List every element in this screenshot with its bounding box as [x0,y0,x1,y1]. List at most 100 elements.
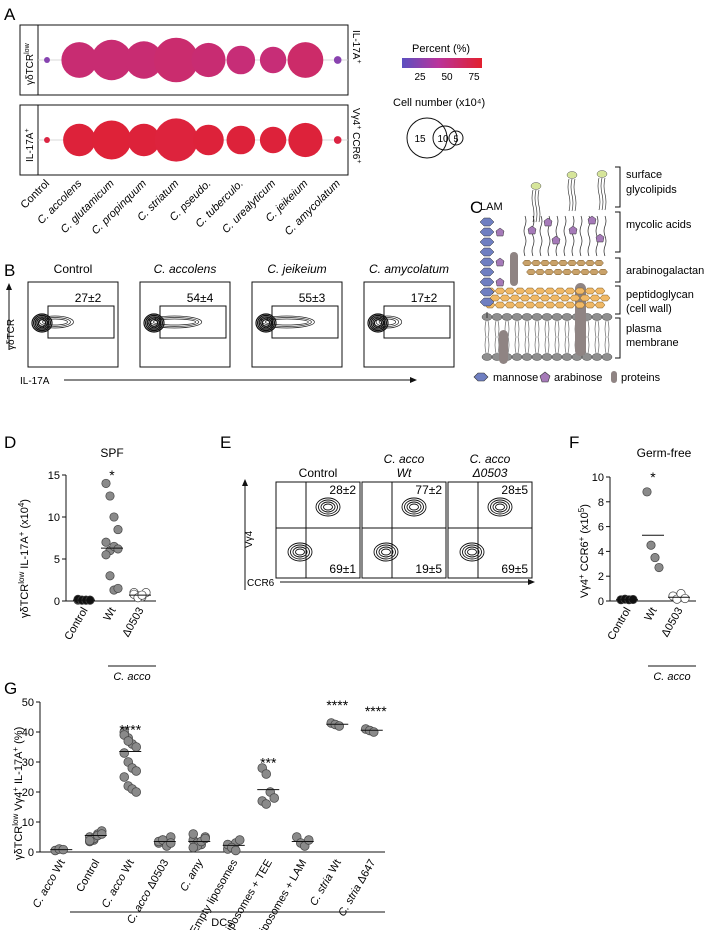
y-tick-label: 50 [22,697,34,709]
layer-surface: surface [626,169,662,181]
f-x-label: Control [605,606,633,643]
peptidoglycan-unit [539,294,551,302]
b-contour-tail [39,317,71,327]
e-quad-lower-value: 69±5 [501,562,528,576]
peptidoglycan-unit [549,294,561,302]
b-value: 27±2 [75,291,102,305]
bubble-row1 [153,37,199,83]
lipid-tail-top [494,320,500,338]
e-xlabel: CCR6 [247,578,275,589]
g-x-label: C. acco Wt [31,858,68,911]
data-point [96,829,107,839]
protein [510,252,518,286]
glycolipid [566,171,578,179]
mycolic-acid [563,215,567,257]
data-point [131,787,142,797]
y-tick-label: 0 [54,596,60,608]
mannose-unit [479,237,495,247]
arabinose-unit [543,217,553,227]
y-tick-label: 20 [22,787,34,799]
e-plot-frame [275,481,361,579]
mannose-unit [479,217,495,227]
bubble-row1 [91,39,132,81]
mycolic-acid [555,215,559,257]
glycolipid-chain [603,177,607,211]
legend-proteins: proteins [621,372,661,384]
bubble-row2 [154,118,198,162]
arabinose-unit [527,225,537,235]
y-tick-label: 0 [28,847,34,859]
lipid-head-bottom [531,353,543,361]
arabinogalactan-unit [567,260,577,266]
peptidoglycan-unit [494,301,506,309]
b-contour-tail [264,318,309,326]
lipid-tail-top [544,320,550,338]
e-contour-lower [376,544,396,560]
data-point [269,793,280,803]
a-bubbles [44,37,342,162]
layer-glycolipids: glycolipids [626,184,677,196]
arabinogalactan-unit [544,269,554,275]
bracket-peptidoglycan [615,285,621,315]
data-point [166,838,176,848]
b-contour [34,316,50,330]
data-point [113,525,123,535]
arabinogalactan-unit [522,260,532,266]
b-contour-tail [42,318,68,326]
e-ylabel: Vγ4 [244,530,255,548]
glycolipid-chain [567,178,571,212]
data-point [101,550,111,560]
lipid-head-bottom [521,353,533,361]
e-contour-lower [290,544,310,560]
e-quad-lower-value: 69±1 [329,562,356,576]
glycolipid-chain [531,189,535,223]
peptidoglycan-unit [594,301,606,309]
peptidoglycan-unit [524,301,536,309]
bubble-row1 [44,57,50,63]
y-tick-label: 6 [598,522,604,534]
e-contour-upper [492,501,508,513]
data-point [261,769,272,779]
e-title-line2: Control [299,466,338,480]
panel-a-bubble-chart: γδTCRlow IL-17A+ IL-17A+ Vγ4+ CCR6+ Cont… [19,24,485,238]
layer-peptidoglycan: peptidoglycan [626,289,694,301]
y-tick-label: 4 [598,546,604,558]
mannose-icon [473,372,489,382]
data-point [84,835,95,846]
d-annotation: * [109,467,115,483]
data-point [105,571,115,581]
lipid-head-top [541,313,553,321]
arabinogalactan-unit [571,269,581,275]
mannose-unit [479,227,495,237]
e-contour-upper [401,497,427,517]
e-contour-upper [315,497,341,517]
b-contour [255,313,277,333]
glycolipid [596,170,608,178]
row1-left-label: γδTCRlow [24,42,36,85]
y-tick-label: 10 [22,817,34,829]
b-contour-tail [149,317,200,327]
bubble-row2 [44,137,50,143]
peptidoglycan-unit [599,294,611,302]
e-contour-upper [495,503,505,511]
bubble-row2 [288,122,323,158]
bubble-row2 [193,124,224,156]
d-group-label: C. acco [113,671,150,683]
peptidoglycan-unit [504,301,516,309]
peptidoglycan-unit [524,287,536,295]
e-contour-upper [406,501,422,513]
row1-right-label: IL-17A+ [350,30,362,64]
b-contour [257,314,276,332]
data-point [188,842,199,853]
e-contour-upper [404,499,424,515]
data-point [235,835,245,845]
f-group-label: C. acco [653,671,690,683]
data-point [113,544,123,554]
y-tick-label: 30 [22,757,34,769]
b-contour [370,316,386,330]
lipid-tail-top [604,320,610,338]
peptidoglycan-unit [544,301,556,309]
